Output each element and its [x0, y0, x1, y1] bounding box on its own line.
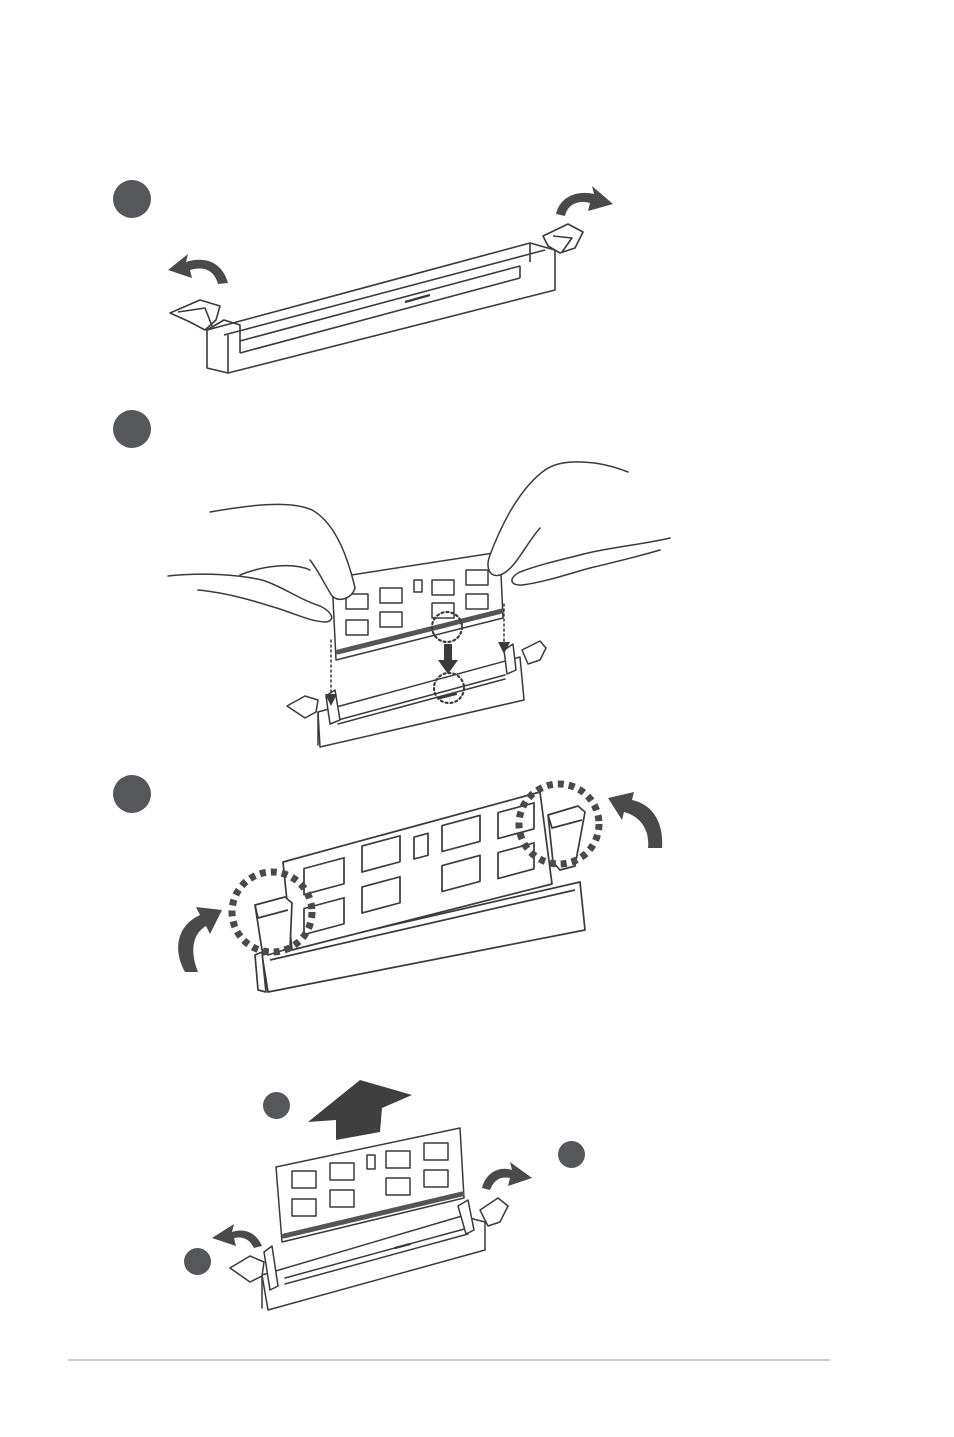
- left-release-arrow-icon: [212, 1224, 262, 1248]
- footer-rule: [68, 1359, 830, 1361]
- remove-module-illustration: [230, 1128, 508, 1310]
- right-close-arrow-icon: [608, 792, 662, 848]
- insert-module-illustration: [168, 462, 670, 747]
- insert-down-arrow-icon: [438, 644, 458, 674]
- left-close-arrow-icon: [178, 907, 222, 972]
- right-release-arrow-icon: [482, 1162, 532, 1190]
- locked-module-illustration: [232, 784, 599, 992]
- left-open-arrow-icon: [168, 254, 228, 284]
- socket-open-illustration: [170, 224, 583, 373]
- right-open-arrow-icon: [556, 186, 613, 216]
- lift-up-arrow-icon: [308, 1080, 412, 1140]
